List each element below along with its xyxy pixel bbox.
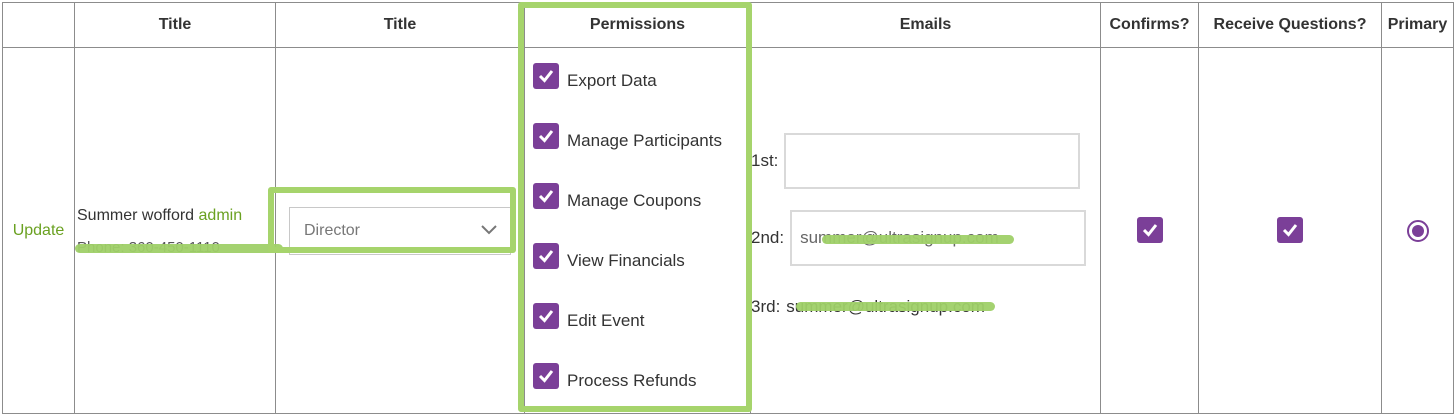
export-data-checkbox[interactable] xyxy=(533,62,559,89)
header-empty xyxy=(2,2,75,48)
contact-phone-line: Phone: 360-450-1110 xyxy=(75,239,283,256)
receive-questions-checkbox[interactable] xyxy=(1277,217,1303,243)
primary-radio[interactable] xyxy=(1406,219,1429,242)
edit-event-checkbox[interactable] xyxy=(533,302,559,329)
manage-participants-checkbox[interactable] xyxy=(533,122,559,149)
email-row-1st: 1st: xyxy=(751,133,1081,189)
email-row-3rd: 3rd: summer@ultrasignup.com xyxy=(751,297,995,317)
checkmark-icon xyxy=(1282,224,1298,237)
manage-coupons-checkbox[interactable] xyxy=(533,182,559,209)
header-confirms: Confirms? xyxy=(1100,2,1199,48)
permission-edit-event: Edit Event xyxy=(533,291,750,351)
permission-label: View Financials xyxy=(567,250,685,270)
permission-manage-coupons: Manage Coupons xyxy=(533,171,750,231)
permission-view-financials: View Financials xyxy=(533,231,750,291)
permission-manage-participants: Manage Participants xyxy=(533,111,750,171)
checkmark-icon xyxy=(538,249,554,263)
title-select[interactable]: Director xyxy=(289,206,511,255)
phone-redaction-scribble xyxy=(75,244,283,253)
email-1st-label: 1st: xyxy=(751,151,779,170)
title-select-value: Director xyxy=(304,221,361,239)
email-redaction-scribble xyxy=(822,235,1015,244)
checkmark-icon xyxy=(1142,224,1157,237)
emails-block: 1st: 2nd: summer@ultrasignup.com xyxy=(751,48,1100,413)
email-redaction-scribble xyxy=(796,302,995,311)
header-title-2: Title xyxy=(275,2,525,48)
email-3rd-text: summer@ultrasignup.com xyxy=(786,297,995,317)
email-3rd-label: 3rd: xyxy=(751,297,781,316)
header-primary: Primary xyxy=(1381,2,1454,48)
email-2nd-label: 2nd: xyxy=(751,228,785,247)
permissions-list: Export Data Manage Participants xyxy=(525,51,750,411)
checkmark-icon xyxy=(538,189,554,203)
confirms-cell xyxy=(1100,47,1199,414)
permission-label: Manage Participants xyxy=(567,130,722,150)
header-title-1: Title xyxy=(74,2,276,48)
email-2nd-input[interactable]: summer@ultrasignup.com xyxy=(790,210,1087,266)
permission-label: Manage Coupons xyxy=(567,190,702,210)
receive-questions-cell xyxy=(1198,47,1382,414)
table-row: Update Summer wofford admin Phone: 360-4… xyxy=(2,47,1454,414)
email-row-2nd: 2nd: summer@ultrasignup.com xyxy=(751,210,1087,266)
contact-name-line: Summer wofford admin xyxy=(75,205,275,227)
permission-label: Edit Event xyxy=(567,310,645,330)
checkmark-icon xyxy=(538,69,554,83)
permission-label: Export Data xyxy=(567,70,657,90)
primary-cell xyxy=(1381,47,1454,414)
permissions-cell: Export Data Manage Participants xyxy=(524,47,751,414)
contact-name: Summer wofford xyxy=(77,207,195,224)
chevron-down-icon xyxy=(481,224,497,234)
update-link[interactable]: Update xyxy=(12,221,65,239)
header-row: Title Title Permissions Emails Confirms?… xyxy=(2,2,1454,48)
header-emails: Emails xyxy=(750,2,1101,48)
checkmark-icon xyxy=(538,369,554,383)
update-cell: Update xyxy=(2,47,75,414)
permission-export-data: Export Data xyxy=(533,51,750,111)
emails-cell: 1st: 2nd: summer@ultrasignup.com xyxy=(750,47,1101,414)
permission-label: Process Refunds xyxy=(567,370,697,390)
view-financials-checkbox[interactable] xyxy=(533,242,559,269)
permission-process-refunds: Process Refunds xyxy=(533,351,750,411)
title-select-cell: Director xyxy=(275,47,525,414)
checkmark-icon xyxy=(538,309,554,323)
header-permissions: Permissions xyxy=(524,2,751,48)
contact-name-cell: Summer wofford admin Phone: 360-450-1110 xyxy=(74,47,283,414)
confirms-checkbox[interactable] xyxy=(1136,217,1163,243)
checkmark-icon xyxy=(538,129,554,143)
process-refunds-checkbox[interactable] xyxy=(533,362,559,389)
radio-selected-dot xyxy=(1411,224,1424,237)
header-receive-questions: Receive Questions? xyxy=(1198,2,1382,48)
admin-role-link[interactable]: admin xyxy=(198,207,243,224)
email-1st-input[interactable] xyxy=(784,133,1081,189)
